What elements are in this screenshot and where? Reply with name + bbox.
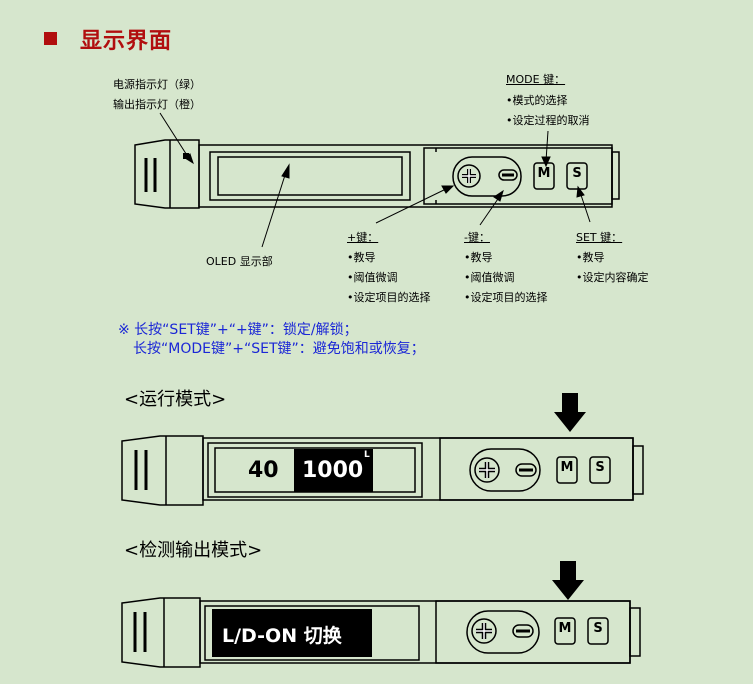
run-value-superscript: L xyxy=(364,450,370,460)
minus-icon xyxy=(498,169,518,181)
run-mode-title: <运行模式> xyxy=(124,389,227,410)
down-arrow-icon xyxy=(554,393,586,432)
detect-screen-text: L/D-ON 切换 xyxy=(222,625,342,647)
oled-label: OLED 显示部 xyxy=(206,255,273,268)
run-value-right: 1000 xyxy=(302,458,364,483)
screen-highlight xyxy=(212,609,372,657)
minus-icon xyxy=(512,624,534,638)
page-title: 显示界面 xyxy=(80,29,173,54)
mode-button-label: M xyxy=(560,460,574,475)
minus-key-title: -键： xyxy=(464,231,490,244)
grip-lines xyxy=(144,158,157,192)
minus-key-item: •设定项目的选择 xyxy=(464,291,548,304)
title-bullet xyxy=(44,32,57,45)
set-button-label: S xyxy=(593,621,603,636)
set-button-label: S xyxy=(595,460,605,475)
plus-key-title: +键： xyxy=(347,231,379,244)
minus-icon xyxy=(515,463,537,477)
plus-key-item: •教导 xyxy=(347,251,376,264)
plus-icon xyxy=(474,457,500,483)
mode-key-item: •设定过程的取消 xyxy=(506,114,590,127)
note-line-1: ※ 长按“SET键”+“+键”：锁定/解锁； xyxy=(118,322,358,338)
minus-key-item: •阈值微调 xyxy=(464,271,515,284)
set-key-item: •设定内容确定 xyxy=(576,271,649,284)
mode-button-label: M xyxy=(558,621,572,636)
mode-key-title: MODE 键： xyxy=(506,73,566,86)
note-line-2: 长按“MODE键”+“SET键”：避免饱和或恢复； xyxy=(133,341,425,357)
set-key-item: •教导 xyxy=(576,251,605,264)
plus-key-item: •阈值微调 xyxy=(347,271,398,284)
led-indicator xyxy=(183,153,189,159)
plus-key-item: •设定项目的选择 xyxy=(347,291,431,304)
output-led-label: 输出指示灯（橙） xyxy=(113,98,201,111)
plus-icon xyxy=(457,164,481,188)
down-arrow-icon xyxy=(552,561,584,600)
power-led-label: 电源指示灯（绿） xyxy=(113,78,201,91)
minus-key-item: •教导 xyxy=(464,251,493,264)
set-key-title: SET 键： xyxy=(576,231,623,244)
screen-highlight xyxy=(294,449,373,492)
mode-button-label: M xyxy=(537,166,551,181)
mode-key-item: •模式的选择 xyxy=(506,94,568,107)
detect-mode-title: <检测输出模式> xyxy=(124,540,263,561)
annotation-arrows xyxy=(159,112,591,248)
run-value-left: 40 xyxy=(248,458,279,483)
plus-icon xyxy=(471,618,497,644)
set-button-label: S xyxy=(572,166,582,181)
